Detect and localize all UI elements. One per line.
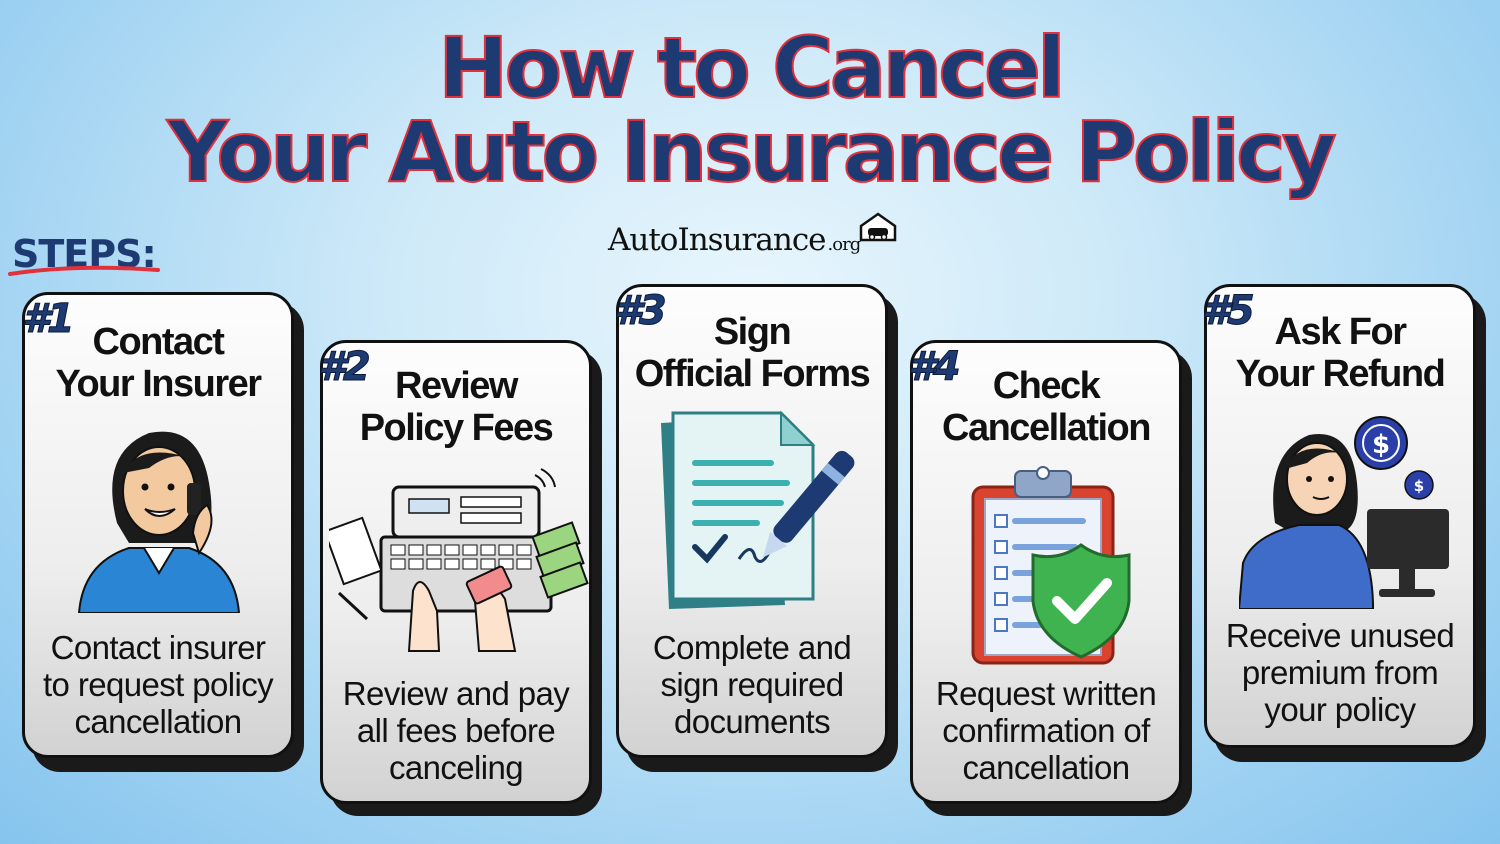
step-1-description-line: to request policy xyxy=(42,666,274,703)
refund-dollar-icon: $ $ xyxy=(1239,416,1449,609)
step-4-description-line: Request written xyxy=(935,675,1157,712)
step-5-title-line: Ask For xyxy=(1274,311,1407,353)
step-2-description-line: all fees before xyxy=(356,712,556,749)
step-card-2: Review Policy Fees Review and pay all fe… xyxy=(320,340,592,804)
step-3-title: Sign Official Forms xyxy=(619,311,885,395)
step-1-title: Contact Your Insurer xyxy=(25,321,291,405)
step-4-title: Check Cancellation xyxy=(913,365,1179,449)
step-2-description-line: canceling xyxy=(388,749,524,786)
svg-text:$: $ xyxy=(1414,477,1424,495)
step-card-4: Check Cancellation Request written confi… xyxy=(910,340,1182,804)
steps-underline-icon xyxy=(8,265,160,276)
page-title-line-1: How to Cancel xyxy=(437,19,1067,117)
step-2-description: Review and pay all fees before canceling xyxy=(323,675,589,786)
step-3-description-line: Complete and xyxy=(652,629,852,666)
signed-document-icon xyxy=(661,410,855,609)
step-2-title-line: Policy Fees xyxy=(359,407,554,449)
house-car-logo-icon xyxy=(859,212,897,242)
step-4-number: #4 xyxy=(908,344,962,391)
step-5-description-line: your policy xyxy=(1264,691,1416,728)
step-1-description-line: Contact insurer xyxy=(50,629,266,666)
step-5-title-line: Your Refund xyxy=(1235,353,1446,395)
step-2-number: #2 xyxy=(318,344,372,391)
step-1-description: Contact insurer to request policy cancel… xyxy=(25,629,291,740)
clipboard-shield-icon xyxy=(971,466,1131,665)
step-5-description-line: premium from xyxy=(1241,654,1439,691)
svg-text:$: $ xyxy=(1372,430,1390,460)
step-1-description-line: cancellation xyxy=(74,703,242,740)
step-1-title-line: Your Insurer xyxy=(55,363,262,405)
laptop-payment-icon xyxy=(329,468,589,652)
step-1-number: #1 xyxy=(22,296,76,343)
step-4-title-line: Cancellation xyxy=(942,407,1151,449)
step-4-description-line: confirmation of xyxy=(942,712,1150,749)
brand-tld: .org xyxy=(827,234,862,255)
step-card-3: Sign Official Forms Complete and sign re… xyxy=(616,284,888,758)
step-4-description-line: cancellation xyxy=(962,749,1130,786)
woman-on-phone-icon xyxy=(77,431,241,613)
step-3-description: Complete and sign required documents xyxy=(619,629,885,740)
brand-name: AutoInsurance xyxy=(608,222,827,258)
step-2-title-line: Review xyxy=(395,365,518,407)
step-2-description-line: Review and pay xyxy=(342,675,570,712)
step-5-number: #5 xyxy=(1202,288,1256,335)
step-5-title: Ask For Your Refund xyxy=(1207,311,1473,395)
step-4-title-line: Check xyxy=(992,365,1101,407)
step-4-description: Request written confirmation of cancella… xyxy=(913,675,1179,786)
step-5-description-line: Receive unused xyxy=(1225,617,1455,654)
step-card-5: Ask For Your Refund $ $ Receive unused p… xyxy=(1204,284,1476,748)
step-3-number: #3 xyxy=(614,288,668,335)
step-3-title-line: Official Forms xyxy=(634,353,871,395)
step-5-description: Receive unused premium from your policy xyxy=(1207,617,1473,728)
step-card-1: Contact Your Insurer Contact insurer to … xyxy=(22,292,294,758)
step-3-description-line: sign required xyxy=(660,666,845,703)
page-title-line-2: Your Auto Insurance Policy xyxy=(166,103,1337,201)
step-3-title-line: Sign xyxy=(713,311,792,353)
step-2-title: Review Policy Fees xyxy=(323,365,589,449)
brand-logo: AutoInsurance.org xyxy=(608,222,862,258)
step-1-title-line: Contact xyxy=(92,321,225,363)
step-3-description-line: documents xyxy=(673,703,831,740)
